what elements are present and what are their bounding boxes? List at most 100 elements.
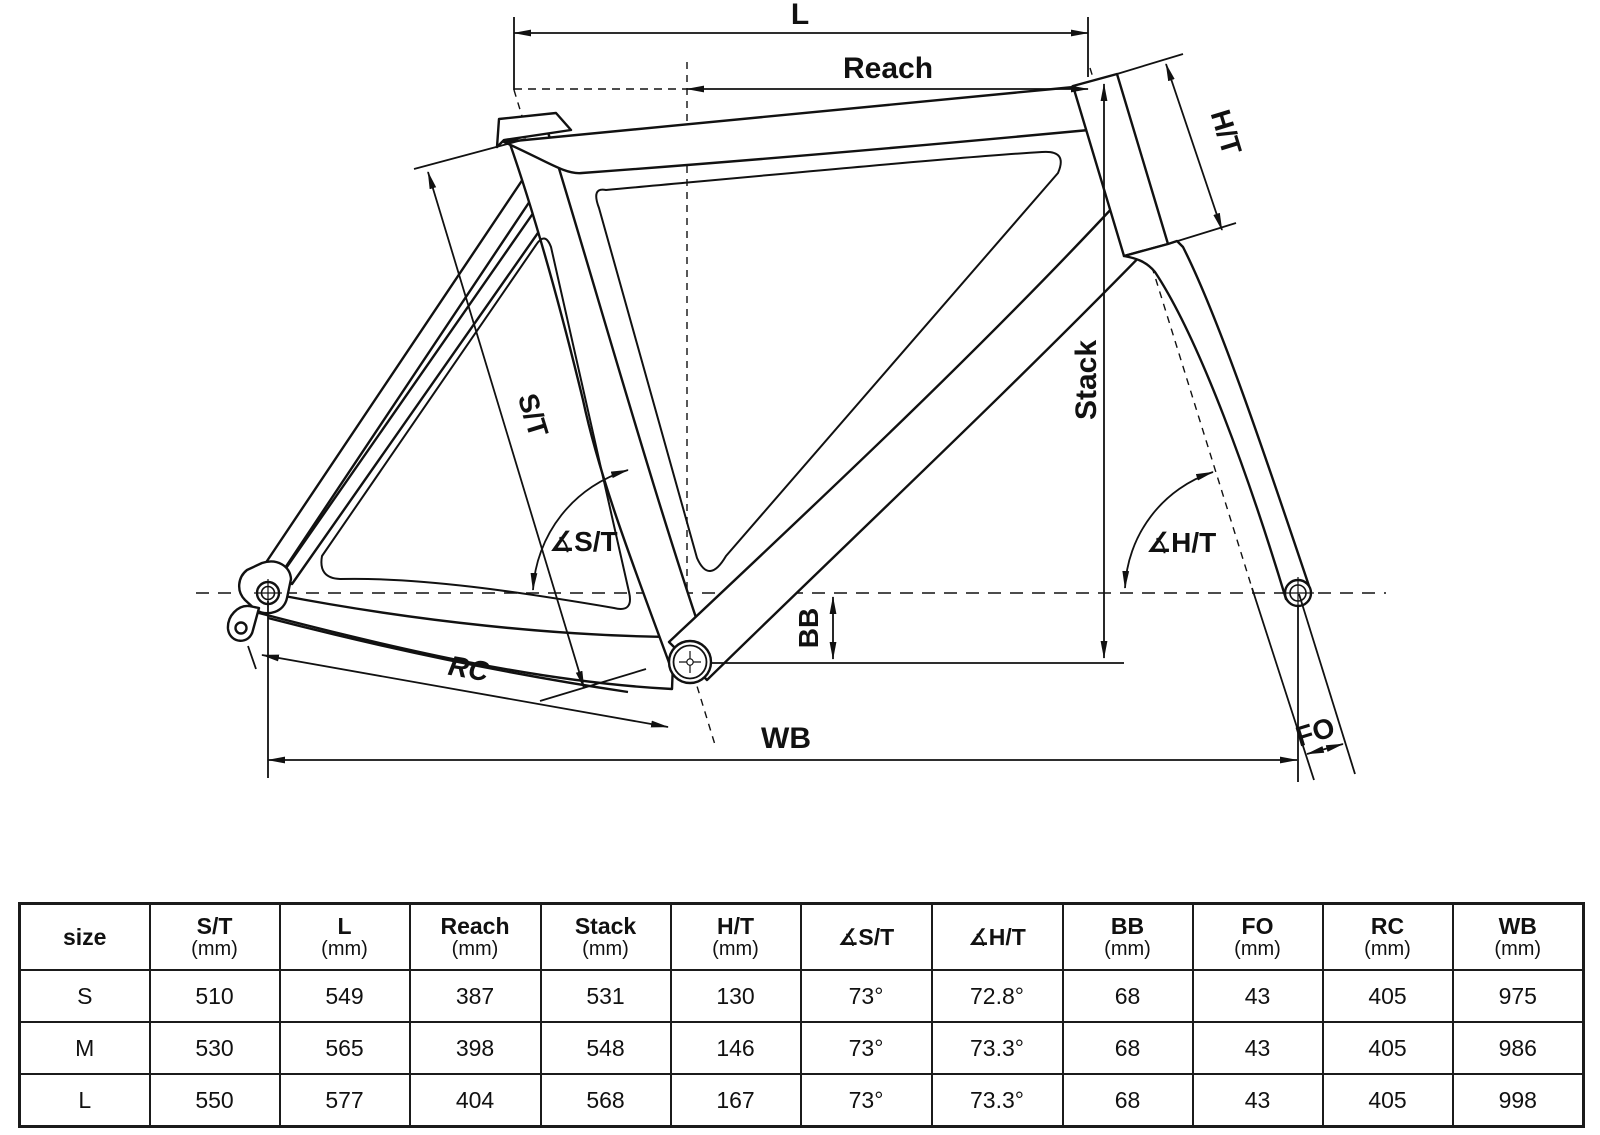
col-header-ht-label: H/T (716, 912, 755, 939)
table-cell: 72.8° (930, 969, 1064, 1023)
col-header-bb: BB(mm) (1061, 902, 1194, 971)
col-header-l-label: L (337, 912, 352, 939)
st-angle-arc (530, 469, 629, 591)
hanger-hole (234, 621, 248, 635)
col-header-fo-unit: (mm) (1234, 938, 1281, 961)
table-cell: 405 (1321, 1021, 1454, 1075)
table-row-size-s: S 510 549 387 531 130 73° 72.8° 68 43 40… (18, 969, 1585, 1023)
col-header-st-label: S/T (196, 912, 233, 939)
label-st: S/T (512, 390, 554, 441)
table-cell: 565 (278, 1021, 411, 1075)
label-reach: Reach (843, 52, 933, 85)
table-cell: 73.3° (930, 1021, 1064, 1075)
seat-stay-lower (280, 197, 556, 586)
table-row-size-m: M 530 565 398 548 146 73° 73.3° 68 43 40… (18, 1021, 1585, 1075)
table-cell: 986 (1451, 1021, 1585, 1075)
wb-dimension (267, 601, 1299, 782)
seat-stay-upper (265, 177, 538, 576)
label-angle-st: ∡S/T (549, 526, 618, 557)
col-header-rc-unit: (mm) (1364, 938, 1411, 961)
table-cell: 548 (539, 1021, 672, 1075)
table-cell: 68 (1061, 1021, 1194, 1075)
geometry-table-section: size S/T(mm) L(mm) Reach(mm) Stack(mm) H… (18, 902, 1585, 1128)
label-wb: WB (761, 722, 811, 755)
table-cell: 73° (799, 969, 933, 1023)
table-cell: 73.3° (930, 1073, 1064, 1128)
label-l: L (791, 0, 809, 31)
front-axle-center-mark (1282, 577, 1314, 609)
table-cell: 43 (1191, 1073, 1324, 1128)
col-header-ht-unit: (mm) (712, 938, 759, 961)
col-header-bb-label: BB (1110, 912, 1145, 939)
col-header-ht: H/T(mm) (669, 902, 802, 971)
table-cell: 130 (669, 969, 802, 1023)
head-tube (1071, 72, 1170, 258)
table-cell: 405 (1321, 1073, 1454, 1128)
rc-dimension (247, 645, 669, 728)
bike-frame (226, 72, 1314, 694)
cell-size: S (18, 969, 151, 1023)
col-header-size: size (18, 902, 151, 971)
main-triangle-inner-contour (595, 150, 1062, 572)
cell-size: M (18, 1021, 151, 1075)
col-header-rc: RC(mm) (1321, 902, 1454, 971)
table-cell: 405 (1321, 969, 1454, 1023)
col-header-wb: WB(mm) (1451, 902, 1585, 971)
col-header-size-label: size (63, 923, 107, 950)
label-fo: FO (1292, 711, 1338, 752)
l-dimension (513, 17, 1089, 90)
col-header-stack-unit: (mm) (582, 938, 629, 961)
col-header-rc-label: RC (1370, 912, 1405, 939)
frame-geometry-diagram: L Reach H/T Stack S/T ∡S/T ∡H/T BB RC WB… (196, 0, 1386, 782)
table-cell: 975 (1451, 969, 1585, 1023)
table-cell: 550 (148, 1073, 281, 1128)
table-cell: 531 (539, 969, 672, 1023)
col-header-st-angle: ∡S/T (799, 902, 933, 971)
top-tube (502, 85, 1091, 175)
fo-dimension (1298, 593, 1356, 775)
col-header-l: L(mm) (278, 902, 411, 971)
col-header-fo: FO(mm) (1191, 902, 1324, 971)
col-header-stack: Stack(mm) (539, 902, 672, 971)
table-cell: 998 (1451, 1073, 1585, 1128)
col-header-ht-angle: ∡H/T (930, 902, 1064, 971)
table-cell: 530 (148, 1021, 281, 1075)
bottom-bracket-center-mark (679, 651, 701, 673)
table-cell: 568 (539, 1073, 672, 1128)
table-cell: 549 (278, 969, 411, 1023)
stack-dimension (712, 83, 1124, 664)
label-ht: H/T (1205, 106, 1248, 158)
col-header-reach-unit: (mm) (451, 938, 499, 961)
dimensions (247, 17, 1356, 782)
label-bb: BB (793, 608, 824, 648)
table-cell: 577 (278, 1073, 411, 1128)
table-row-size-l: L 550 577 404 568 167 73° 73.3° 68 43 40… (18, 1073, 1585, 1128)
table-cell: 387 (408, 969, 542, 1023)
label-angle-ht: ∡H/T (1146, 527, 1216, 558)
dimension-labels: L Reach H/T Stack S/T ∡S/T ∡H/T BB RC WB… (446, 0, 1338, 755)
table-cell: 73° (799, 1073, 933, 1128)
table-cell: 73° (799, 1021, 933, 1075)
col-header-st: S/T(mm) (148, 902, 281, 971)
col-header-bb-unit: (mm) (1104, 938, 1151, 961)
label-rc: RC (446, 650, 492, 688)
ht-angle-arc (1122, 471, 1214, 589)
head-axis-ground-extension (1251, 587, 1315, 781)
table-header-row: size S/T(mm) L(mm) Reach(mm) Stack(mm) H… (18, 902, 1585, 971)
col-header-wb-unit: (mm) (1494, 938, 1542, 961)
table-cell: 167 (669, 1073, 802, 1128)
col-header-ht-angle-label: ∡H/T (968, 923, 1026, 950)
table-cell: 404 (408, 1073, 542, 1128)
down-tube (667, 204, 1154, 682)
col-header-reach: Reach(mm) (408, 902, 542, 971)
col-header-st-angle-label: ∡S/T (837, 923, 895, 950)
geometry-table: size S/T(mm) L(mm) Reach(mm) Stack(mm) H… (18, 902, 1585, 1128)
col-header-wb-label: WB (1498, 912, 1537, 939)
fork (1122, 239, 1313, 601)
table-cell: 510 (148, 969, 281, 1023)
cell-size: L (18, 1073, 151, 1128)
seatpost-clamp (495, 111, 573, 149)
diagram-svg: L Reach H/T Stack S/T ∡S/T ∡H/T BB RC WB… (196, 0, 1386, 782)
table-cell: 68 (1061, 1073, 1194, 1128)
